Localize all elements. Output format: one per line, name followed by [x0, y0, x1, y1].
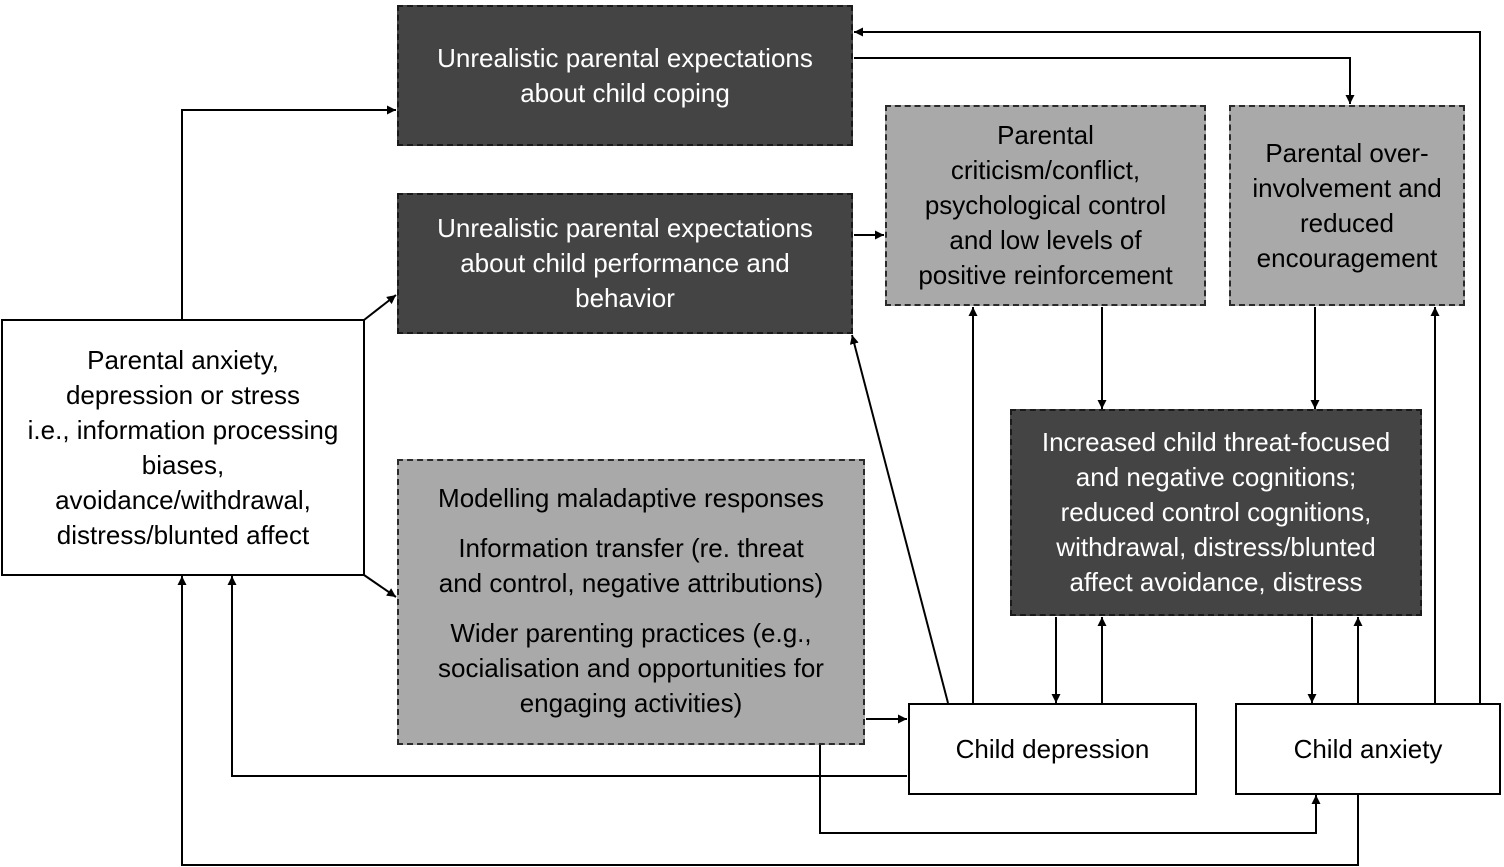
- expectations-performance-box: Unrealistic parental expectations about …: [397, 193, 853, 334]
- criticism-line: psychological control: [924, 190, 1167, 220]
- arrow-coping-to-overinvolvement: [854, 57, 1355, 104]
- parental-anxiety-line: depression or stress: [65, 379, 301, 410]
- overinvolvement-line: encouragement: [1256, 242, 1438, 273]
- child-cognitions-line: and negative cognitions;: [1075, 462, 1357, 492]
- arrow-anxiety-to-parental: [177, 576, 1359, 866]
- child-depression-label: Child depression: [955, 733, 1150, 764]
- wider-parenting-line: Wider parenting practices (e.g.,: [450, 618, 812, 648]
- child-anxiety-label: Child anxiety: [1293, 733, 1443, 764]
- wider-parenting-line: socialisation and opportunities for: [438, 653, 824, 683]
- parental-overinvolvement-box: Parental over- involvement and reduced e…: [1229, 105, 1465, 306]
- parental-anxiety-line: i.e., information processing: [27, 414, 339, 445]
- criticism-line: and low levels of: [949, 225, 1142, 255]
- expectations-performance-line: behavior: [575, 283, 675, 313]
- arrow-depression-to-parental: [227, 576, 907, 777]
- parental-anxiety-line: Parental anxiety,: [87, 344, 279, 375]
- modelling-line: Modelling maladaptive responses: [438, 483, 824, 513]
- information-transfer-line: and control, negative attributions): [438, 568, 824, 598]
- wider-parenting-line: engaging activities): [519, 688, 743, 718]
- child-cognitions-line: Increased child threat-focused: [1041, 427, 1391, 457]
- expectations-coping-line: about child coping: [520, 77, 730, 108]
- arrow-parental-to-performance: [363, 294, 397, 321]
- child-cognitions-line: reduced control cognitions,: [1060, 497, 1372, 527]
- expectations-performance-line: Unrealistic parental expectations: [437, 213, 813, 243]
- criticism-line: Parental: [997, 120, 1094, 150]
- arrow-depression-to-performance: [849, 334, 949, 704]
- arrow-parental-to-coping: [181, 105, 396, 320]
- parental-anxiety-box: Parental anxiety, depression or stress i…: [1, 319, 365, 576]
- child-cognitions-line: withdrawal, distress/blunted: [1056, 532, 1376, 562]
- modelling-practices-box: Modelling maladaptive responses Informat…: [397, 459, 865, 745]
- overinvolvement-line: involvement and: [1252, 172, 1442, 203]
- expectations-coping-line: Unrealistic parental expectations: [437, 42, 813, 73]
- arrow-parental-to-modelling: [363, 574, 397, 598]
- overinvolvement-line: reduced: [1300, 207, 1394, 238]
- parental-criticism-box: Parental criticism/conflict, psychologic…: [885, 105, 1206, 306]
- parental-anxiety-line: avoidance/withdrawal,: [55, 484, 311, 515]
- criticism-line: criticism/conflict,: [950, 155, 1141, 185]
- expectations-coping-box: Unrealistic parental expectations about …: [397, 5, 853, 146]
- information-transfer-line: Information transfer (re. threat: [458, 533, 804, 563]
- child-anxiety-box: Child anxiety: [1235, 703, 1501, 795]
- expectations-performance-line: about child performance and: [460, 248, 790, 278]
- child-cognitions-box: Increased child threat-focused and negat…: [1010, 409, 1422, 616]
- child-depression-box: Child depression: [908, 703, 1197, 795]
- criticism-line: positive reinforcement: [918, 260, 1173, 290]
- overinvolvement-line: Parental over-: [1265, 137, 1429, 168]
- arrow-modelling-to-anxiety: [819, 745, 1321, 834]
- parental-anxiety-line: distress/blunted affect: [56, 519, 310, 550]
- child-cognitions-line: affect avoidance, distress: [1069, 567, 1363, 597]
- parental-anxiety-line: biases,: [141, 449, 225, 480]
- arrow-anxiety-to-coping: [854, 27, 1481, 703]
